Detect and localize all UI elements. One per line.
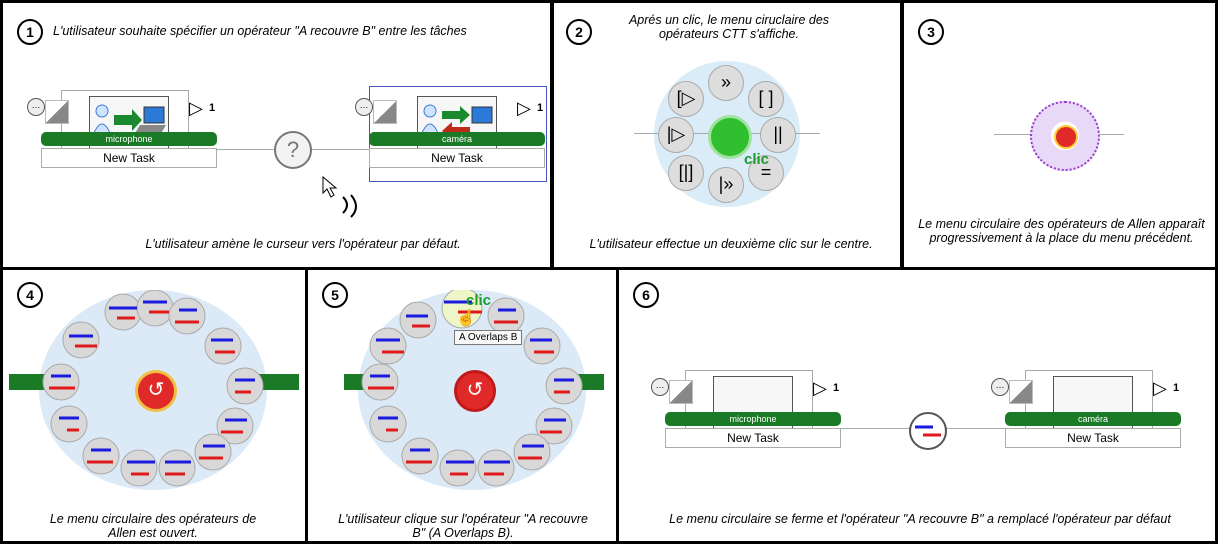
- panel-title: L'utilisateur souhaite spécifier un opér…: [53, 24, 467, 38]
- task-count: 1: [537, 102, 544, 114]
- overlaps-icon: [915, 425, 941, 437]
- play-arrow-icon[interactable]: ▷: [189, 98, 203, 118]
- operator-button[interactable]: [ ]: [748, 81, 784, 117]
- task-name[interactable]: New Task: [665, 428, 841, 448]
- cursor-icon: [322, 175, 357, 218]
- center-button[interactable]: [708, 115, 752, 159]
- ellipsis-icon[interactable]: …: [651, 378, 669, 396]
- center-button[interactable]: ↺: [454, 370, 496, 412]
- ellipsis-icon[interactable]: …: [27, 98, 45, 116]
- panel-6: 6 … ▷ 1 microphone New Task … ▷ 1 caméra…: [616, 267, 1218, 544]
- task-label: caméra: [369, 132, 545, 146]
- task-count: 1: [209, 102, 216, 114]
- play-arrow-icon[interactable]: ▷: [517, 98, 531, 118]
- overlaps-operator[interactable]: [909, 412, 947, 450]
- panel-caption: Le menu circulaire des opérateurs de All…: [918, 217, 1205, 245]
- task-name[interactable]: New Task: [369, 148, 545, 168]
- panel-number: 5: [322, 282, 348, 308]
- panel-4: 4 ↺: [0, 267, 308, 544]
- task-count: 1: [1173, 382, 1180, 394]
- page-corner-icon: [45, 100, 69, 124]
- panel-caption: Le menu circulaire des opérateurs de All…: [49, 512, 257, 540]
- operator-button[interactable]: »: [708, 65, 744, 101]
- clic-label: clic: [744, 151, 770, 168]
- operator-button[interactable]: [|]: [668, 155, 704, 191]
- task-label: caméra: [1005, 412, 1181, 426]
- task-label: microphone: [41, 132, 217, 146]
- operator-button[interactable]: |▷: [658, 117, 694, 153]
- panel-caption: L'utilisateur amène le curseur vers l'op…: [145, 237, 461, 251]
- task-label: microphone: [665, 412, 841, 426]
- panel-title: Aprés un clic, le menu ciruclaire des op…: [628, 13, 830, 41]
- task-illustration: [421, 104, 493, 140]
- task-b[interactable]: … ▷ 1 caméra New Task: [355, 86, 547, 182]
- allen-operator-bubbles: [361, 290, 583, 487]
- ctt-circular-menu[interactable]: [▷ » [ ] |▷ || [|] |» = clic: [634, 61, 820, 207]
- task-b[interactable]: … ▷ 1 caméra New Task: [991, 368, 1181, 450]
- center-button[interactable]: ↺: [135, 370, 177, 412]
- ellipsis-icon[interactable]: …: [355, 98, 373, 116]
- operator-button[interactable]: =: [748, 155, 784, 191]
- ellipsis-icon[interactable]: …: [991, 378, 1009, 396]
- panel-caption: L'utilisateur clique sur l'opérateur "A …: [338, 512, 588, 540]
- hand-cursor-icon: ☝: [456, 310, 476, 327]
- task-a[interactable]: … ▷ 1 microphone New Task: [27, 88, 217, 170]
- panel-3: 3 Le menu circulaire des opérateurs de A…: [901, 0, 1218, 270]
- panel-number: 2: [566, 19, 592, 45]
- task-count: 1: [833, 382, 840, 394]
- allen-menu-appearing: [1030, 101, 1100, 171]
- page-corner-icon: [373, 100, 397, 124]
- page-corner-icon: [669, 380, 693, 404]
- page-corner-icon: [1009, 380, 1033, 404]
- center-button[interactable]: [1054, 125, 1078, 149]
- panel-number: 4: [17, 282, 43, 308]
- allen-circular-menu[interactable]: ↺: [9, 290, 299, 490]
- play-arrow-icon[interactable]: ▷: [813, 378, 827, 398]
- panel-5: 5 ↺: [305, 267, 619, 544]
- task-name[interactable]: New Task: [1005, 428, 1181, 448]
- panel-number: 6: [633, 282, 659, 308]
- task-name[interactable]: New Task: [41, 148, 217, 168]
- allen-operator-bubbles: [42, 290, 264, 487]
- operator-button[interactable]: |»: [708, 167, 744, 203]
- task-a[interactable]: … ▷ 1 microphone New Task: [651, 368, 841, 450]
- allen-circular-menu[interactable]: ↺ clic: [344, 290, 604, 490]
- play-arrow-icon[interactable]: ▷: [1153, 378, 1167, 398]
- panel-1: 1 L'utilisateur souhaite spécifier un op…: [0, 0, 553, 270]
- operator-button[interactable]: [▷: [668, 81, 704, 117]
- panel-2: 2 Aprés un clic, le menu ciruclaire des …: [551, 0, 903, 270]
- panel-number: 3: [918, 19, 944, 45]
- default-operator-button[interactable]: ?: [274, 131, 312, 169]
- tooltip-a-overlaps-b: A Overlaps B: [454, 330, 523, 345]
- panel-number: 1: [17, 19, 43, 45]
- clic-label: clic: [466, 292, 492, 309]
- panel-caption: Le menu circulaire se ferme et l'opérate…: [669, 512, 1171, 526]
- operator-button[interactable]: ||: [760, 117, 796, 153]
- panel-caption: L'utilisateur effectue un deuxième clic …: [589, 237, 873, 251]
